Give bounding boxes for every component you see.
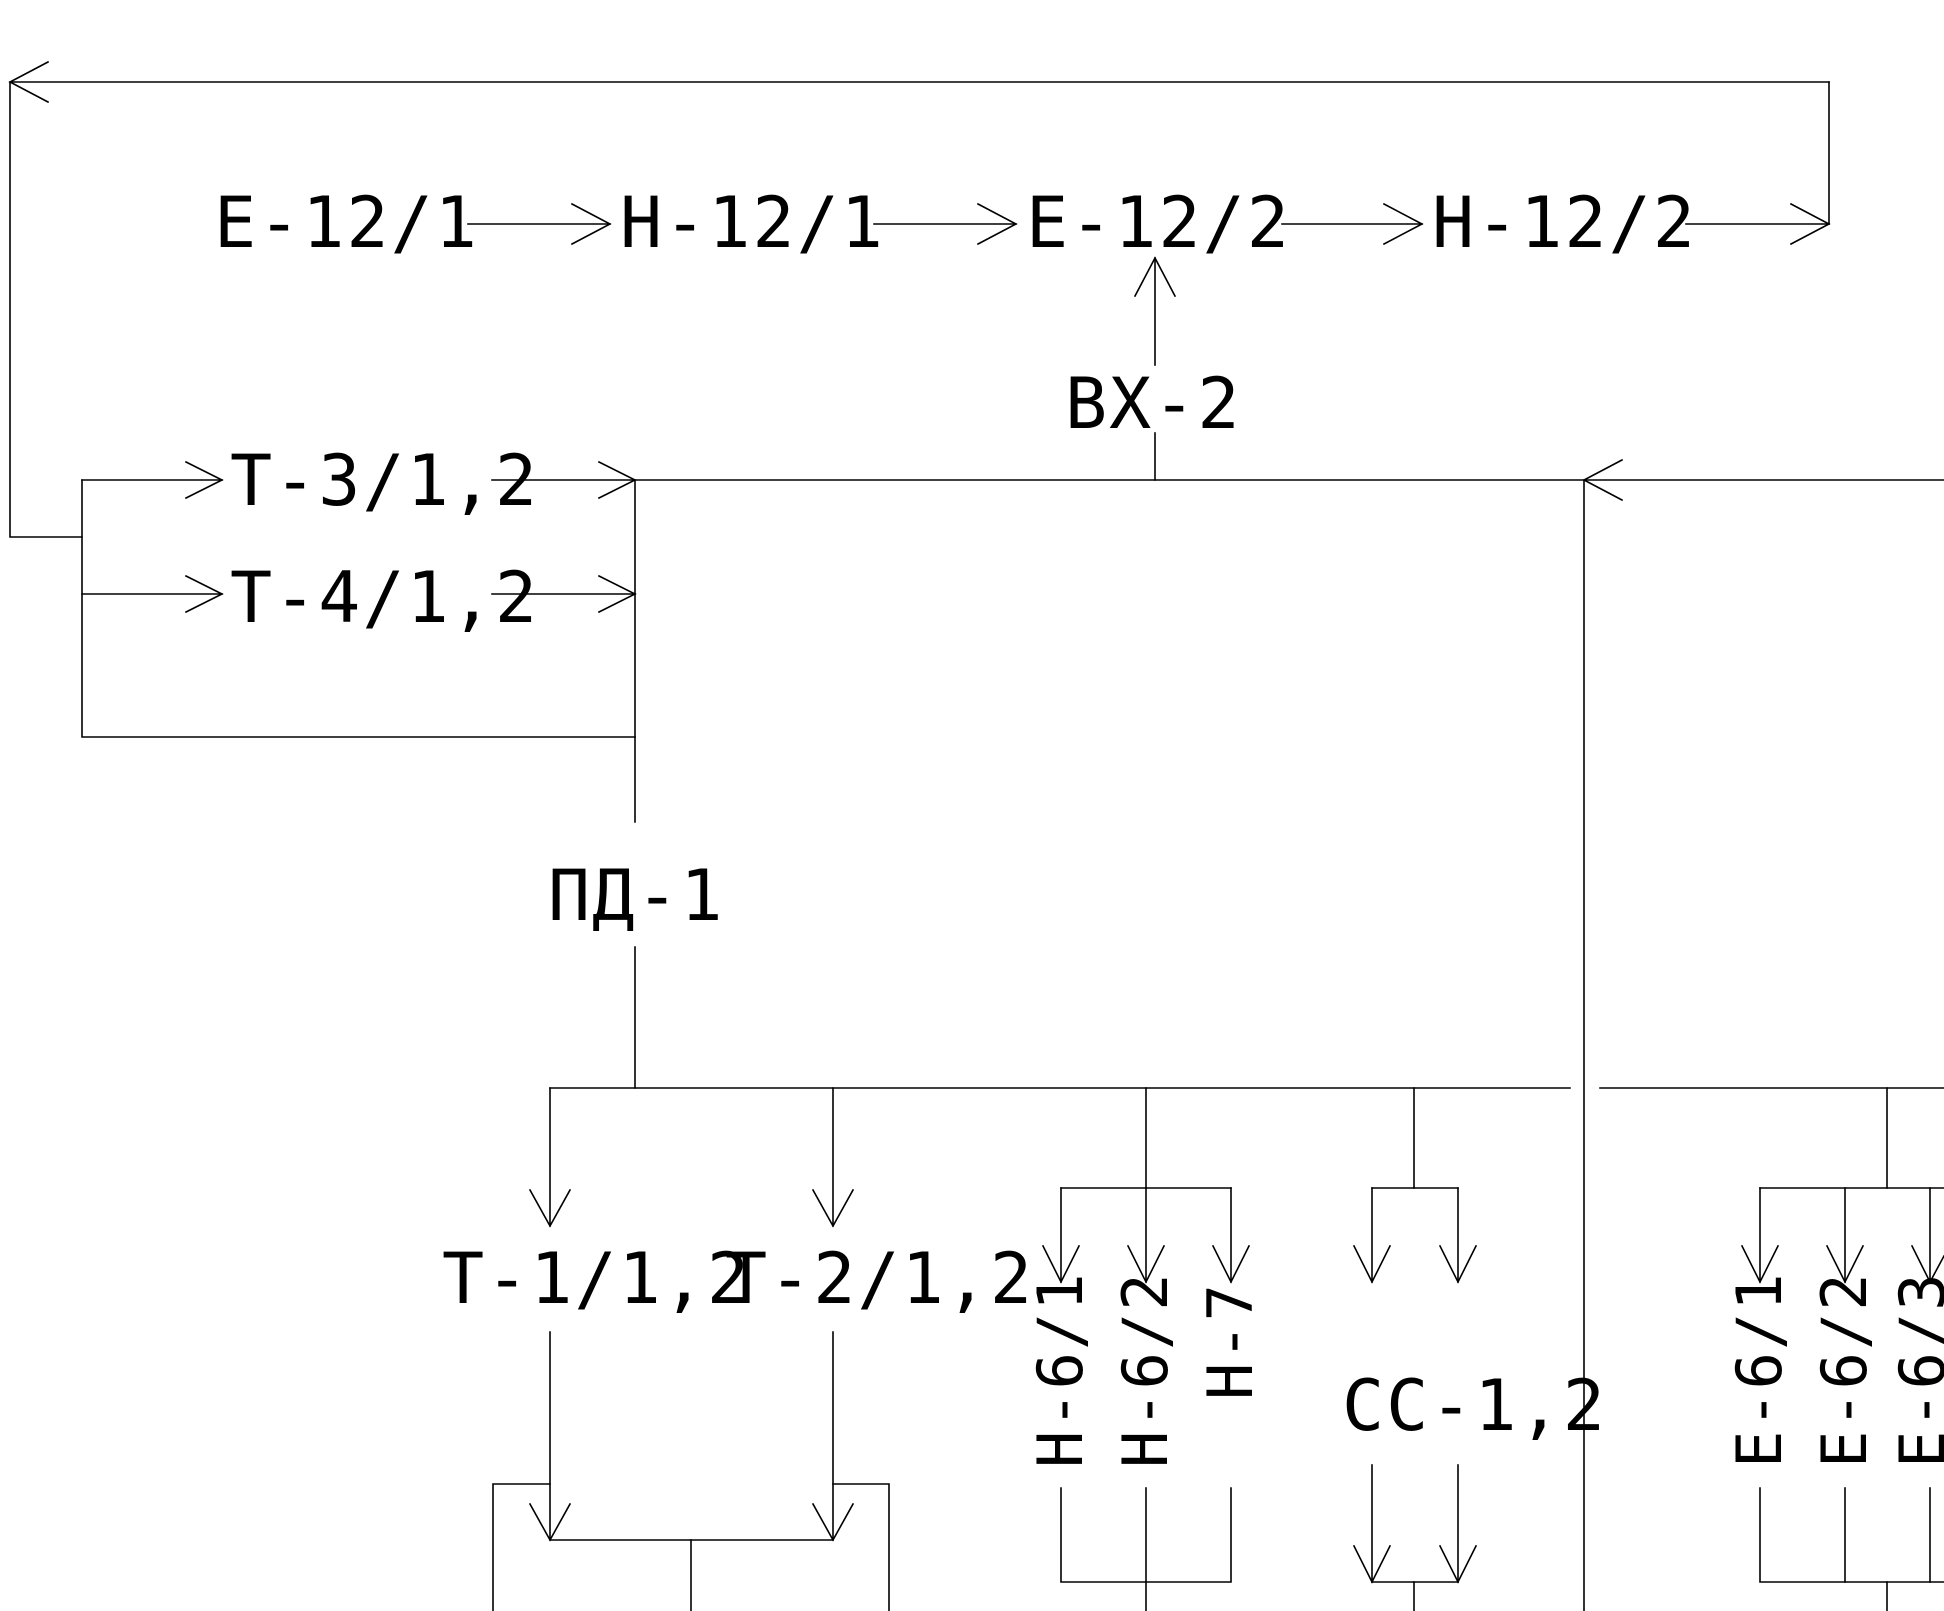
- top-chain-arrows: [467, 202, 1831, 246]
- label-h6-2: H-6/2: [1109, 1271, 1182, 1468]
- label-e6-2: E-6/2: [1808, 1271, 1881, 1468]
- main-header-line: [634, 458, 1944, 1611]
- t1-t2-outlets: [492, 1331, 890, 1611]
- label-e6-3: E-6/3: [1886, 1271, 1944, 1468]
- label-h12-1: H-12/1: [620, 182, 885, 264]
- t3-t4-loop: [81, 460, 637, 1089]
- bx2-connector: [1133, 256, 1177, 481]
- label-h7: H-7: [1194, 1282, 1267, 1400]
- label-e12-1: E-12/1: [214, 182, 479, 264]
- label-cc: CC-1,2: [1342, 1365, 1607, 1447]
- label-h12-2: H-12/2: [1432, 182, 1697, 264]
- label-bx2: BX-2: [1065, 363, 1242, 445]
- label-pd1: ПД-1: [548, 855, 725, 937]
- label-h6-1: H-6/1: [1024, 1271, 1097, 1468]
- cc-branch: [1352, 1187, 1478, 1611]
- label-t2: T-2/1,2: [725, 1238, 1034, 1320]
- label-e12-2: E-12/2: [1026, 182, 1291, 264]
- h6-h7-branch: [1041, 1187, 1251, 1611]
- label-t3: T-3/1,2: [230, 440, 539, 522]
- label-t1: T-1/1,2: [442, 1238, 751, 1320]
- top-recycle-loop: [8, 60, 1830, 538]
- label-e6-1: E-6/1: [1723, 1271, 1796, 1468]
- label-t4: T-4/1,2: [230, 557, 539, 639]
- lower-left-header: [528, 1087, 1571, 1228]
- right-e6-branch: [1599, 1087, 1944, 1611]
